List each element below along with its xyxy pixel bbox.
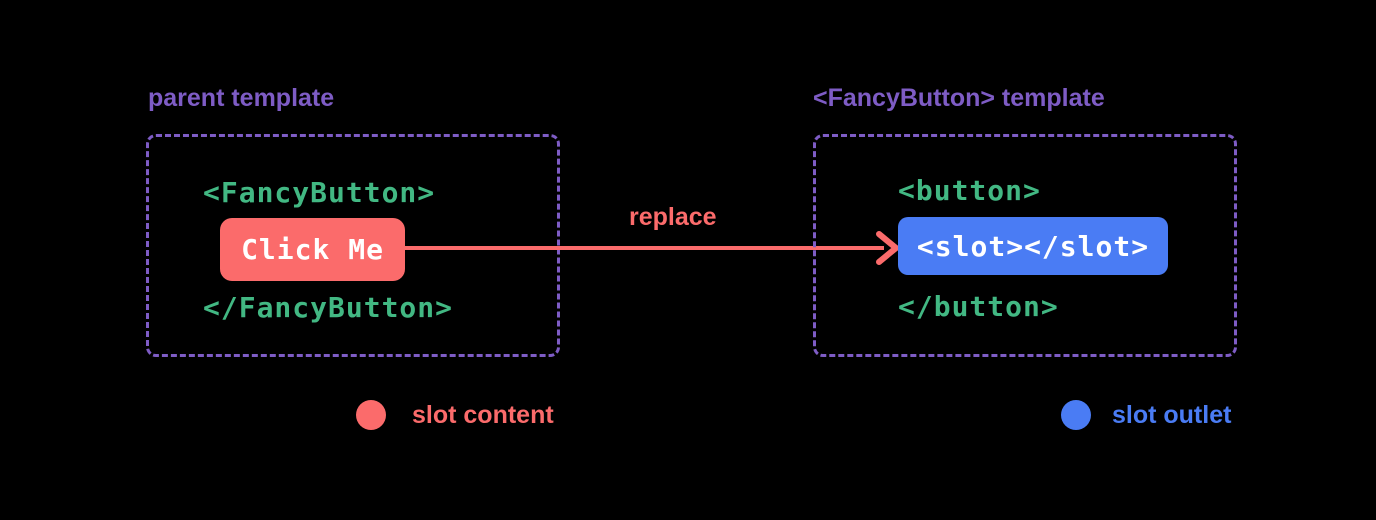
click-me-button: Click Me <box>220 218 405 281</box>
button-close-tag-code: </button> <box>898 290 1059 323</box>
slot-content-dot-icon <box>356 400 386 430</box>
fancybutton-open-tag-code: <FancyButton> <box>203 176 436 209</box>
slot-outlet-legend-label: slot outlet <box>1112 401 1232 429</box>
fancybutton-template-title: <FancyButton> template <box>813 84 1105 112</box>
replace-arrow-label: replace <box>629 203 717 231</box>
parent-template-title: parent template <box>148 84 335 112</box>
parent-template-box <box>146 134 560 357</box>
replace-arrow <box>405 231 899 265</box>
slot-outlet-chip: <slot></slot> <box>898 217 1168 275</box>
slot-outlet-dot-icon <box>1061 400 1091 430</box>
fancybutton-close-tag-code: </FancyButton> <box>203 291 454 324</box>
button-open-tag-code: <button> <box>898 174 1041 207</box>
slot-content-legend-label: slot content <box>412 401 554 429</box>
fancybutton-template-box <box>813 134 1237 357</box>
